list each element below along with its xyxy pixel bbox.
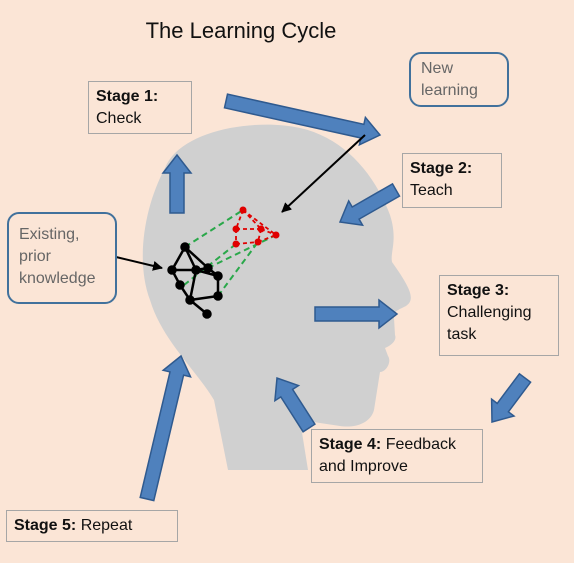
new-learning-nodes xyxy=(232,206,280,248)
stage-3-text: Challenging task xyxy=(447,304,532,343)
prior-knowledge-pointer xyxy=(115,256,163,271)
new-learning-pointer xyxy=(281,134,366,213)
stage-1-label: Stage 1: xyxy=(96,88,159,105)
stage-4-text: Feedback and Improve xyxy=(319,436,456,475)
arrow-stage5-to-stage1 xyxy=(139,354,192,502)
arrow-stage3-to-stage4 xyxy=(490,372,532,423)
prior-knowledge-callout: Existing, prior knowledge xyxy=(7,212,117,304)
new-learning-text: New learning xyxy=(421,60,478,99)
diagram-title: The Learning Cycle xyxy=(145,18,337,43)
stage-5-text: Repeat xyxy=(80,517,133,534)
arrow-up-to-stage1 xyxy=(161,153,193,214)
arrow-stage4-to-head xyxy=(274,376,316,433)
stage-1-text: Check xyxy=(96,110,142,127)
stage-2-label: Stage 2: xyxy=(410,160,473,177)
prior-knowledge-network xyxy=(167,242,223,319)
new-learning-callout: New learning xyxy=(409,52,509,107)
stage-5-label: Stage 5: xyxy=(14,517,77,534)
stage-3-box: Stage 3: Challenging task xyxy=(439,275,559,356)
stage-3-label: Stage 3: xyxy=(447,282,510,299)
stage-5-box: Stage 5: Repeat xyxy=(6,510,178,542)
arrow-head-to-stage3 xyxy=(314,298,399,330)
stage-4-label: Stage 4: xyxy=(319,436,382,453)
arrow-to-stage2-teach xyxy=(338,182,401,227)
stage-2-box: Stage 2: Teach xyxy=(402,153,502,208)
stage-4-box: Stage 4: Feedback and Improve xyxy=(311,429,483,483)
stage-2-text: Teach xyxy=(410,182,453,199)
stage-1-box: Stage 1: Check xyxy=(88,81,192,134)
prior-knowledge-text: Existing, prior knowledge xyxy=(19,226,96,287)
